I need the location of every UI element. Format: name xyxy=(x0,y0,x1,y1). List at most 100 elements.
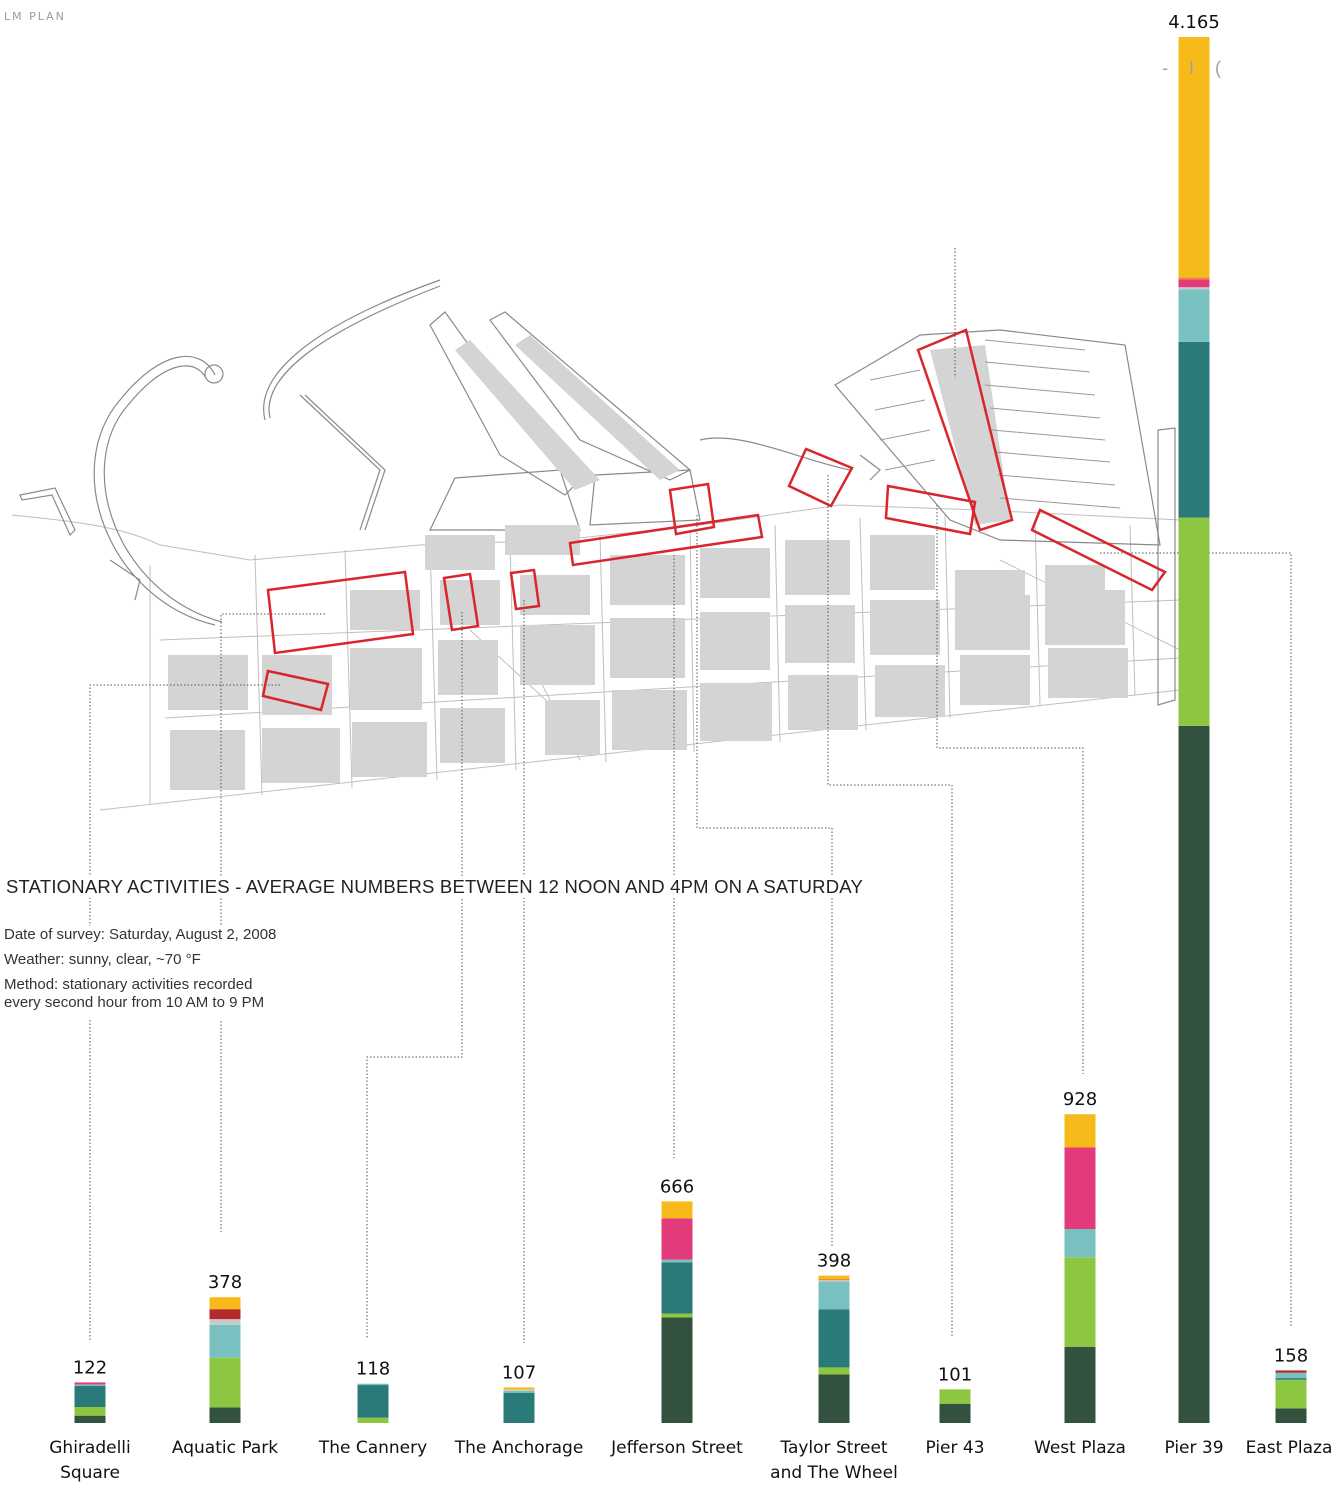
bar-segment-east-plaza-red xyxy=(1275,1370,1307,1373)
bar-the-anchorage xyxy=(503,1387,535,1423)
bar-segment-taylor-street-and-the-wheel-light-green xyxy=(818,1367,850,1375)
total-label-jefferson-street: 666 xyxy=(660,1176,694,1197)
bar-segment-pier-39-orange xyxy=(1178,277,1210,280)
bar-segment-taylor-street-and-the-wheel-orange xyxy=(818,1278,850,1281)
header-fragment: - I ( xyxy=(1162,58,1229,78)
bar-segment-ghiradelli-square-light-teal xyxy=(74,1384,106,1386)
bar-segment-aquatic-park-grey xyxy=(209,1319,241,1325)
corner-label: LM PLAN xyxy=(4,10,66,23)
leader-east-plaza xyxy=(1100,552,1292,1328)
bar-segment-jefferson-street-light-teal xyxy=(661,1259,693,1263)
bar-segment-the-anchorage-light-teal xyxy=(503,1390,535,1393)
bar-segment-pier-39-dark-green xyxy=(1178,725,1210,1423)
category-label-pier-43: Pier 43 xyxy=(925,1438,984,1458)
bars xyxy=(74,37,1307,1423)
bar-segment-west-plaza-light-green xyxy=(1064,1257,1096,1347)
bar-segment-aquatic-park-yellow xyxy=(209,1297,241,1310)
bar-aquatic-park xyxy=(209,1297,241,1423)
bar-segment-pier-39-grey xyxy=(1178,287,1210,290)
bar-segment-taylor-street-and-the-wheel-light-teal xyxy=(818,1281,850,1310)
bar-segment-ghiradelli-square-teal xyxy=(74,1385,106,1408)
bar-segment-pier-39-teal xyxy=(1178,341,1210,518)
bar-segment-the-anchorage-grey xyxy=(503,1389,535,1391)
bar-segment-pier-43-light-green xyxy=(939,1389,971,1404)
bar-segment-west-plaza-yellow xyxy=(1064,1114,1096,1148)
bar-east-plaza xyxy=(1275,1370,1307,1423)
bar-segment-jefferson-street-light-green xyxy=(661,1313,693,1318)
bar-segment-ghiradelli-square-light-green xyxy=(74,1407,106,1416)
bar-ghiradelli-square xyxy=(74,1382,106,1423)
bar-segment-west-plaza-magenta xyxy=(1064,1147,1096,1229)
bar-segment-jefferson-street-dark-green xyxy=(661,1317,693,1423)
bar-segment-pier-39-magenta xyxy=(1178,279,1210,288)
bar-segment-ghiradelli-square-dark-green xyxy=(74,1415,106,1423)
bar-segment-pier-39-yellow xyxy=(1178,37,1210,278)
bar-segment-the-anchorage-teal xyxy=(503,1392,535,1423)
bar-segment-aquatic-park-dark-green xyxy=(209,1407,241,1423)
survey-info: Date of survey: Saturday, August 2, 2008… xyxy=(4,926,364,1019)
bar-segment-east-plaza-dark-green xyxy=(1275,1408,1307,1423)
category-label-west-plaza: West Plaza xyxy=(1034,1438,1126,1458)
survey-method-line-1: Method: stationary activities recorded xyxy=(4,976,253,993)
bar-segment-the-cannery-light-green xyxy=(357,1417,389,1423)
category-label-aquatic-park: Aquatic Park xyxy=(172,1438,278,1458)
site-plan-map xyxy=(11,279,1181,811)
total-label-ghiradelli-square: 122 xyxy=(73,1357,107,1378)
survey-method: Method: stationary activities recorded e… xyxy=(4,976,364,1012)
total-label-the-cannery: 118 xyxy=(356,1359,390,1380)
bar-segment-the-cannery-teal xyxy=(357,1385,389,1418)
total-label-pier-43: 101 xyxy=(938,1364,972,1385)
leader-lines xyxy=(89,248,1292,1343)
bar-segment-taylor-street-and-the-wheel-yellow xyxy=(818,1275,850,1279)
bar-pier-43 xyxy=(939,1389,971,1423)
chart-title: STATIONARY ACTIVITIES - AVERAGE NUMBERS … xyxy=(6,876,867,898)
category-label-the-anchorage: The Anchorage xyxy=(454,1438,584,1458)
total-label-pier-39: 4.165 xyxy=(1168,12,1220,33)
leader-west-plaza xyxy=(936,505,1084,1074)
survey-date: Date of survey: Saturday, August 2, 2008 xyxy=(4,926,277,943)
bar-segment-aquatic-park-light-teal xyxy=(209,1324,241,1358)
category-label-east-plaza: East Plaza xyxy=(1246,1438,1333,1458)
bar-segment-jefferson-street-teal xyxy=(661,1262,693,1314)
bar-segment-the-anchorage-yellow xyxy=(503,1387,535,1390)
bar-west-plaza xyxy=(1064,1114,1096,1423)
bar-segment-pier-43-dark-green xyxy=(939,1403,971,1423)
bar-jefferson-street xyxy=(661,1201,693,1423)
bar-segment-east-plaza-light-teal xyxy=(1275,1372,1307,1379)
survey-method-line-2: every second hour from 10 AM to 9 PM xyxy=(4,994,265,1011)
bar-segment-taylor-street-and-the-wheel-dark-green xyxy=(818,1374,850,1423)
survey-weather: Weather: sunny, clear, ~70 °F xyxy=(4,951,201,968)
leader-pier-43 xyxy=(827,475,953,1336)
leader-ghiradelli-square xyxy=(89,684,280,1340)
category-label-pier-39: Pier 39 xyxy=(1164,1438,1223,1458)
total-label-west-plaza: 928 xyxy=(1063,1089,1097,1110)
bar-segment-the-cannery-light-teal xyxy=(357,1383,389,1386)
bar-segment-east-plaza-teal xyxy=(1275,1378,1307,1380)
bar-segment-ghiradelli-square-magenta xyxy=(74,1382,106,1385)
total-label-the-anchorage: 107 xyxy=(502,1362,536,1383)
bar-segment-taylor-street-and-the-wheel-teal xyxy=(818,1309,850,1368)
bar-segment-pier-39-light-green xyxy=(1178,517,1210,726)
leader-aquatic-park xyxy=(220,613,325,1232)
bar-segment-pier-39-light-teal xyxy=(1178,289,1210,342)
total-label-taylor-street-and-the-wheel: 398 xyxy=(817,1251,851,1272)
bar-segment-west-plaza-dark-green xyxy=(1064,1346,1096,1423)
total-label-aquatic-park: 378 xyxy=(208,1272,242,1293)
bar-segment-aquatic-park-light-green xyxy=(209,1357,241,1408)
bar-segment-taylor-street-and-the-wheel-grey xyxy=(818,1280,850,1282)
leader-the-cannery xyxy=(366,612,463,1338)
category-label-jefferson-street: Jefferson Street xyxy=(610,1438,743,1458)
bar-segment-west-plaza-light-teal xyxy=(1064,1228,1096,1258)
bar-segment-jefferson-street-magenta xyxy=(661,1218,693,1260)
bar-pier-39 xyxy=(1178,37,1210,1423)
bar-segment-jefferson-street-yellow xyxy=(661,1201,693,1219)
bar-segment-east-plaza-light-green xyxy=(1275,1379,1307,1409)
category-label-the-cannery: The Cannery xyxy=(318,1438,427,1458)
bar-the-cannery xyxy=(357,1383,389,1423)
